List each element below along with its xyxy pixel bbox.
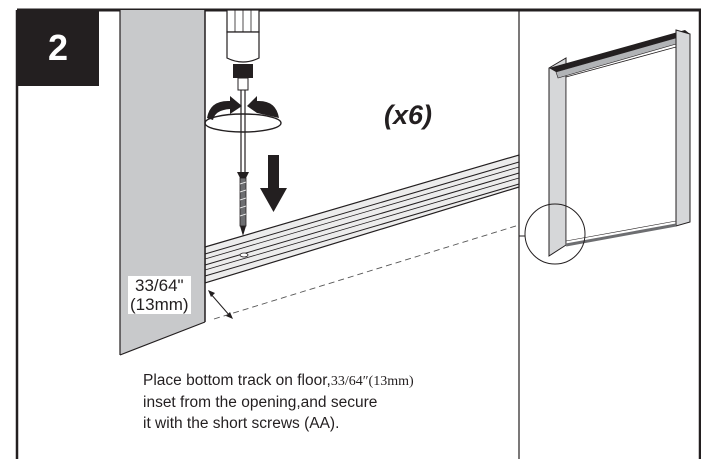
instruction-line-2: inset from the opening,and secure — [143, 394, 378, 411]
step-number-badge: 2 — [17, 10, 99, 86]
screw-quantity-label: (x6) — [384, 100, 433, 130]
inset-dimension-arrow — [208, 290, 233, 319]
instruction-text: Place bottom track on floor,33/64″(13mm)… — [143, 370, 503, 434]
screw-hole-icon — [239, 252, 249, 258]
screwdriver-icon — [226, 9, 260, 172]
bottom-track — [204, 154, 520, 284]
rotate-arrow-icon — [204, 96, 282, 133]
instruction-line-1: Place bottom track on floor,33/64″(13mm) — [143, 370, 503, 392]
instruction-line-1-text: Place bottom track on floor, — [143, 372, 331, 389]
instruction-line-1-measure: 33/64″(13mm) — [330, 374, 414, 389]
instruction-line-3: it with the short screws (AA). — [143, 415, 340, 432]
inset-dimension-label: 33/64" (13mm) — [128, 276, 191, 314]
door-frame-icon — [548, 29, 691, 257]
dimension-imperial: 33/64" — [134, 276, 184, 295]
down-arrow-icon — [260, 155, 287, 212]
wall-jamb — [119, 10, 206, 356]
dimension-metric: (13mm) — [130, 295, 189, 314]
detail-circle-icon — [524, 203, 586, 265]
inset-guide-line — [213, 224, 520, 320]
screw-icon — [237, 172, 249, 236]
